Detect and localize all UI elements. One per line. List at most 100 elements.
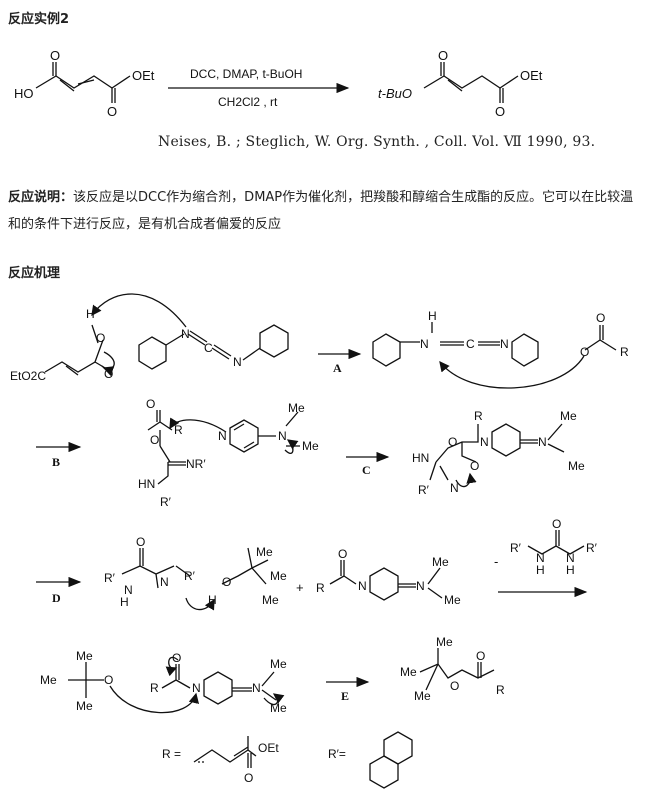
mech-me-label: Me bbox=[288, 401, 305, 415]
mech-o-label-3: O bbox=[596, 311, 605, 325]
mech-c-label-2: C bbox=[466, 337, 475, 351]
scheme1-product-oet-label: OEt bbox=[520, 68, 543, 83]
mech-o-label-9: O bbox=[136, 535, 145, 549]
description-text: 该反应是以DCC作为缩合剂，DMAP作为催化剂，把羧酸和醇缩合生成酯的反应。它可… bbox=[8, 190, 634, 232]
mech-r-label-5: R bbox=[150, 681, 159, 695]
mech-o-label: O bbox=[96, 331, 105, 345]
mech-me-label-16: Me bbox=[400, 665, 417, 679]
mech-me-label-9: Me bbox=[444, 593, 461, 607]
scheme1-oet-label: OEt bbox=[132, 68, 155, 83]
mech-rprime-label-5: R′ bbox=[510, 541, 522, 555]
mech-rprime-label-6: R′ bbox=[586, 541, 598, 555]
mech-n-label-12: N bbox=[358, 579, 367, 593]
r-definition-oet: OEt bbox=[258, 741, 279, 755]
mech-r-label-4: R bbox=[316, 581, 325, 595]
mech-h-label-2: H bbox=[428, 309, 437, 323]
mech-n-label-11: N bbox=[160, 575, 169, 589]
mech-o-label-4: O bbox=[580, 345, 589, 359]
scheme1-tbuo-label: t-BuO bbox=[378, 86, 412, 101]
mech-n-label-8: N bbox=[450, 481, 459, 495]
mech-hn-label: HN bbox=[138, 477, 155, 491]
mech-h-label-6: H bbox=[566, 563, 575, 577]
mech-me-label-2: Me bbox=[302, 439, 319, 453]
step-a-label: A bbox=[333, 361, 342, 375]
scheme1-ho-label: HO bbox=[14, 86, 34, 101]
mech-o-label-6: O bbox=[150, 433, 159, 447]
mech-me-label-17: Me bbox=[414, 689, 431, 703]
r-definition-o: O bbox=[244, 771, 253, 785]
description-label: 反应说明： bbox=[8, 190, 74, 205]
mech-n-label-17: N bbox=[252, 681, 261, 695]
reagents-top-label: DCC, DMAP, t-BuOH bbox=[190, 67, 302, 81]
mech-c-label: C bbox=[204, 341, 213, 355]
step-b-label: B bbox=[52, 455, 60, 469]
mech-r-label: R bbox=[620, 345, 629, 359]
literature-citation: Neises, B. ; Steglich, W. Org. Synth. , … bbox=[158, 134, 596, 150]
mech-nr-label: NR′ bbox=[186, 457, 206, 471]
mech-o-label-12: O bbox=[552, 517, 561, 531]
mech-n-label-10: N bbox=[124, 583, 133, 597]
mech-o-label-13: O bbox=[104, 673, 113, 687]
section-title-mechanism: 反应机理 bbox=[8, 266, 61, 281]
mech-n-label-16: N bbox=[192, 681, 201, 695]
mech-n-label-4: N bbox=[500, 337, 509, 351]
mech-o-label-15: O bbox=[450, 679, 459, 693]
scheme1-product-o-label-2: O bbox=[495, 104, 505, 119]
mech-o-label-16: O bbox=[476, 649, 485, 663]
step-c-label: C bbox=[362, 463, 371, 477]
mech-n-label-6: N bbox=[278, 429, 287, 443]
scheme1-o-label-2: O bbox=[107, 104, 117, 119]
r-definition-label: R = bbox=[162, 747, 181, 761]
mech-n-label-14: N bbox=[536, 551, 545, 565]
mech-rprime-label-3: R′ bbox=[104, 571, 116, 585]
mech-h-label-3: H bbox=[120, 595, 129, 609]
mech-n-label-3: N bbox=[420, 337, 429, 351]
mech-rprime-label-4: R′ bbox=[184, 569, 196, 583]
mech-rprime-label: R′ bbox=[160, 495, 172, 509]
mech-o-label-11: O bbox=[338, 547, 347, 561]
scheme1-o-label: O bbox=[50, 48, 60, 63]
mech-o-label-5: O bbox=[146, 397, 155, 411]
mech-n-label-13: N bbox=[416, 579, 425, 593]
mech-me-label-5: Me bbox=[256, 545, 273, 559]
mech-n-label-2: N bbox=[233, 355, 242, 369]
mech-me-label-14: Me bbox=[270, 701, 287, 715]
mech-n-label-9: N bbox=[538, 435, 547, 449]
mech-o-label-10: O bbox=[222, 575, 231, 589]
mech-n-label-7: N bbox=[480, 435, 489, 449]
mech-rprime-label-2: R′ bbox=[418, 483, 430, 497]
mech-me-label-12: Me bbox=[76, 699, 93, 713]
step-e-label: E bbox=[341, 689, 349, 703]
plus-sign: + bbox=[296, 580, 304, 595]
mech-r-label-6: R bbox=[496, 683, 505, 697]
mech-o-label-2: O bbox=[104, 367, 113, 381]
mech-o-label-14: O bbox=[172, 651, 181, 665]
minus-sign: - bbox=[494, 554, 498, 569]
mech-me-label-11: Me bbox=[40, 673, 57, 687]
reaction-description: 反应说明：该反应是以DCC作为缩合剂，DMAP作为催化剂，把羧酸和醇缩合生成酯的… bbox=[8, 184, 640, 238]
mech-h-label-5: H bbox=[536, 563, 545, 577]
mech-n-label-5: N bbox=[218, 429, 227, 443]
section-title-example: 反应实例2 bbox=[8, 12, 70, 27]
mech-n-label-15: N bbox=[566, 551, 575, 565]
mech-h-label-4: H bbox=[208, 593, 217, 607]
mech-o-label-7: O bbox=[448, 435, 457, 449]
mech-hn-label-2: HN bbox=[412, 451, 429, 465]
mech-r-label-3: R bbox=[474, 409, 483, 423]
mech-me-label-7: Me bbox=[262, 593, 279, 607]
mech-me-label-3: Me bbox=[560, 409, 577, 423]
rprime-definition-label: R′= bbox=[328, 747, 346, 761]
mech-o-label-8: O bbox=[470, 459, 479, 473]
mech-me-label-15: Me bbox=[436, 635, 453, 649]
mech-r-label-2: R bbox=[174, 423, 183, 437]
mech-n-label: N bbox=[181, 327, 190, 341]
reagents-bottom-label: CH2Cl2 , rt bbox=[218, 95, 278, 109]
mech-me-label-4: Me bbox=[568, 459, 585, 473]
step-d-label: D bbox=[52, 591, 61, 605]
mech-me-label-13: Me bbox=[270, 657, 287, 671]
mech-eto2c-label: EtO2C bbox=[10, 369, 46, 383]
mech-me-label-10: Me bbox=[76, 649, 93, 663]
mech-h-label: H bbox=[86, 307, 95, 321]
mech-me-label-6: Me bbox=[270, 569, 287, 583]
